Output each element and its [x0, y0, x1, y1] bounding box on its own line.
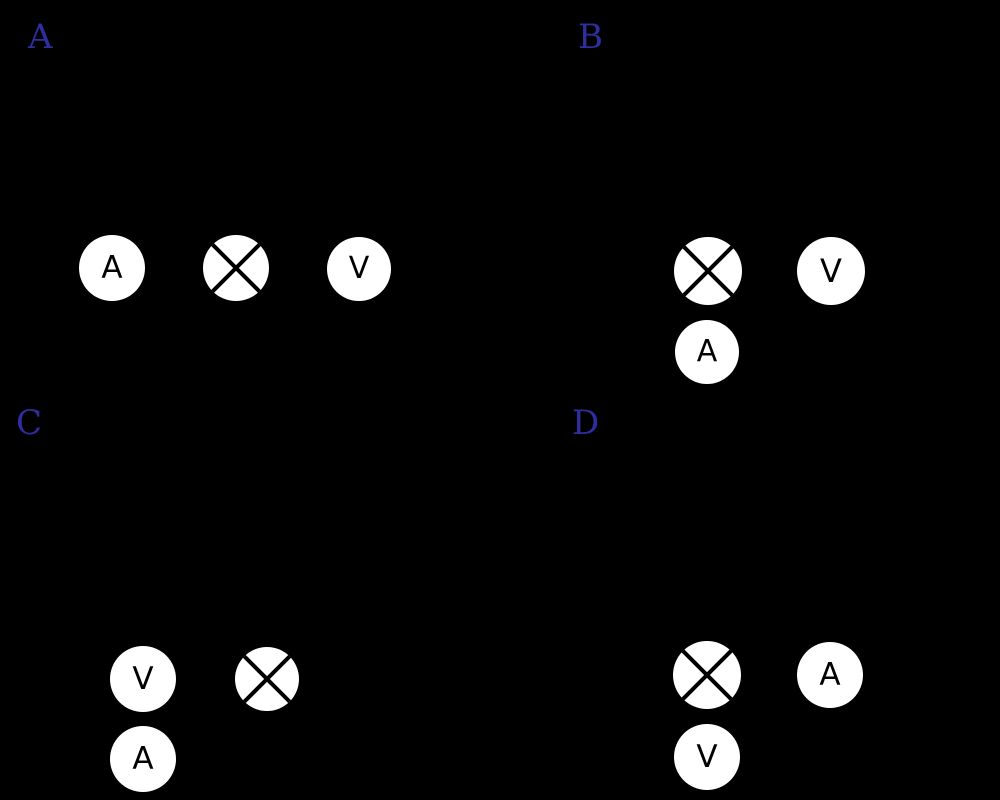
cross-glyph: [682, 245, 734, 297]
panel-a-node-v-circle: V: [327, 237, 391, 301]
panel-a-node-cross-icon: [203, 235, 269, 301]
panel-c-node-v-circle: V: [110, 646, 176, 712]
panel-d-node-cross-icon: [673, 641, 741, 709]
cross-glyph: [211, 243, 261, 293]
node-label: A: [819, 656, 841, 693]
panel-label-d: D: [572, 403, 600, 443]
node-label: V: [820, 252, 842, 290]
panel-b-node-cross-icon: [674, 237, 742, 305]
cross-glyph: [242, 654, 292, 704]
node-label: A: [132, 740, 154, 777]
panel-c-node-a-circle: A: [110, 726, 176, 792]
panel-label-c: C: [16, 403, 43, 443]
panel-a-node-a-circle: A: [79, 235, 145, 301]
panel-label-b: B: [578, 17, 603, 57]
panel-d-node-v-circle: V: [674, 724, 740, 790]
node-label: V: [132, 660, 154, 697]
node-label: V: [696, 738, 718, 775]
panel-b-node-v-circle: V: [797, 237, 865, 305]
cross-glyph: [681, 649, 733, 701]
node-label: A: [696, 334, 718, 369]
panel-b-node-a-circle: A: [675, 320, 739, 384]
node-label: A: [101, 249, 123, 286]
panel-label-a: A: [28, 17, 53, 57]
node-label: V: [348, 251, 370, 286]
panel-c-node-cross-icon: [235, 647, 299, 711]
panel-d-node-a-circle: A: [797, 642, 863, 708]
